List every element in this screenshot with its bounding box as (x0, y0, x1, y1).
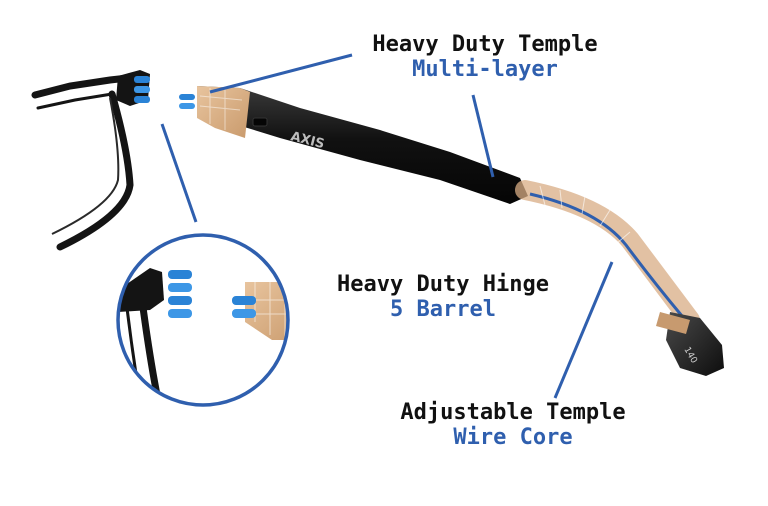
callout-hinge-title: Heavy Duty Hinge (337, 272, 549, 297)
leader-lines (160, 53, 614, 399)
temple-hinge-barrels (179, 94, 195, 109)
callout-adjustable-title: Adjustable Temple (400, 400, 626, 425)
front-frame (31, 70, 150, 251)
callout-hinge-subtitle: 5 Barrel (390, 297, 496, 323)
hinge-zoom-circle (116, 233, 290, 407)
callout-heavy-duty-temple: Heavy Duty Temple Multi-layer (335, 32, 635, 83)
callout-temple-title: Heavy Duty Temple (372, 32, 598, 57)
callout-temple-subtitle: Multi-layer (412, 57, 558, 83)
callout-adjustable-temple: Adjustable Temple Wire Core (378, 400, 648, 451)
callout-heavy-duty-hinge: Heavy Duty Hinge 5 Barrel (318, 272, 568, 323)
frame-hinge-barrels (134, 76, 150, 103)
adjustable-temple: 140 (515, 180, 724, 376)
zoom-temple-barrels (232, 296, 256, 318)
temple-arm: AXIS (197, 86, 528, 204)
callout-adjustable-subtitle: Wire Core (453, 425, 573, 451)
zoom-frame-barrels (168, 270, 192, 318)
